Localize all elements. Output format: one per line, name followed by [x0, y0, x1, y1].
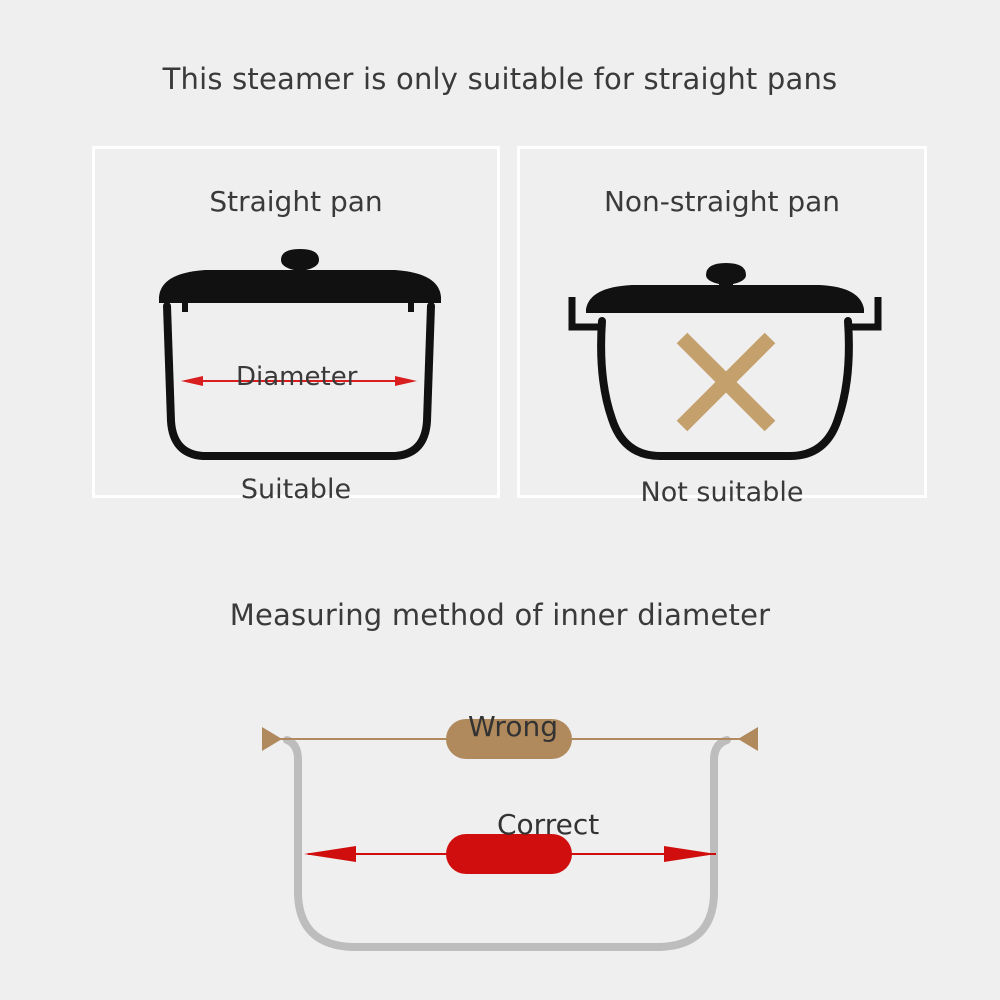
wrong-label: Wrong: [468, 710, 558, 743]
straight-pan-title: Straight pan: [209, 185, 383, 218]
wrong-right-arrowhead: [738, 727, 758, 751]
measure-title: Measuring method of inner diameter: [229, 598, 771, 632]
correct-right-arrowhead: [664, 846, 716, 862]
non-straight-pot-icon: [568, 263, 882, 460]
straight-pan-panel: Straight pan Diameter Suitable: [92, 146, 500, 505]
wrong-left-arrowhead: [262, 727, 282, 751]
wrong-pill: [446, 719, 572, 759]
correct-label: Correct: [497, 808, 600, 841]
measure-pot-outline: [283, 736, 731, 951]
diameter-label: Diameter: [236, 362, 358, 392]
not-suitable-caption: Not suitable: [640, 477, 804, 508]
non-straight-pan-panel: Non-straight pan Not suitable: [517, 146, 927, 508]
suitable-caption: Suitable: [240, 474, 352, 505]
straight-pot-icon: [159, 249, 441, 460]
main-title: This steamer is only suitable for straig…: [162, 62, 838, 96]
correct-pill: [446, 834, 572, 874]
correct-left-arrowhead: [304, 846, 356, 862]
non-straight-pan-title: Non-straight pan: [603, 185, 841, 218]
cross-icon: [676, 332, 776, 432]
